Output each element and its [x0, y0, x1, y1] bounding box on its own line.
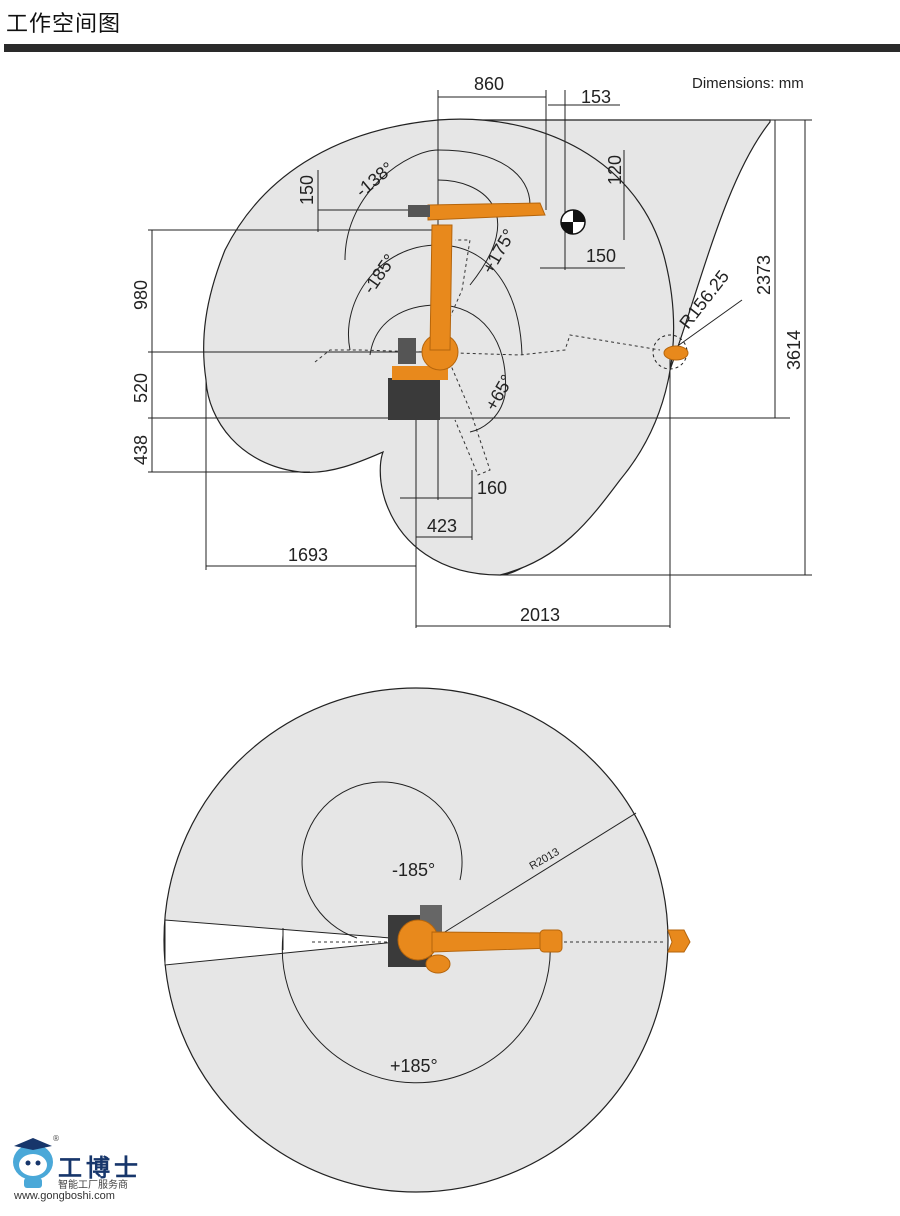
dim-150-top: 150 [297, 175, 317, 205]
dim-1693: 1693 [288, 545, 328, 565]
top-angle-neg-185: -185° [392, 860, 435, 880]
logo-name: 工博士 [58, 1154, 142, 1182]
top-robot-arm [431, 931, 553, 953]
side-dashed-upper-arm [439, 239, 471, 341]
side-dashed-lower-arm [439, 339, 491, 476]
dim-3614: 3614 [784, 330, 804, 370]
units-label: Dimensions: mm [692, 75, 804, 92]
side-dashed-path [314, 334, 661, 363]
dim-150-right: 150 [586, 246, 616, 266]
side-arc-65 [369, 304, 507, 433]
side-reach-wrist [663, 345, 689, 361]
top-angle-pos-185: +185° [390, 1056, 438, 1076]
logo-registered-mark: ® [52, 1134, 60, 1143]
dim-153: 153 [581, 87, 611, 107]
top-reach-effector [667, 929, 691, 953]
top-view: -185° +185° R2013 [163, 687, 691, 1193]
logo-url: www.gongboshi.com [14, 1190, 115, 1202]
dim-423: 423 [427, 516, 457, 536]
top-arc-neg185 [301, 781, 463, 939]
top-arc-pos185 [281, 934, 551, 1084]
top-excluded-wedge [164, 919, 417, 966]
dim-120: 120 [605, 155, 625, 185]
page-title: 工作空间图 [6, 12, 122, 37]
dim-860: 860 [474, 74, 504, 94]
dim-2373: 2373 [754, 255, 774, 295]
side-view: Dimensions: mm 860 153 120 150 150 980 5… [131, 74, 812, 628]
side-robot-lower-arm [429, 224, 453, 351]
logo-mascot-icon [13, 1138, 53, 1188]
dim-160: 160 [477, 478, 507, 498]
dim-2013: 2013 [520, 605, 560, 625]
dim-438: 438 [131, 435, 151, 465]
title-divider [4, 44, 900, 52]
side-robot-base [388, 378, 440, 420]
top-radius-line [439, 812, 637, 936]
logo-subtitle: 智能工厂服务商 [58, 1180, 128, 1191]
dim-980: 980 [131, 280, 151, 310]
dim-520: 520 [131, 373, 151, 403]
